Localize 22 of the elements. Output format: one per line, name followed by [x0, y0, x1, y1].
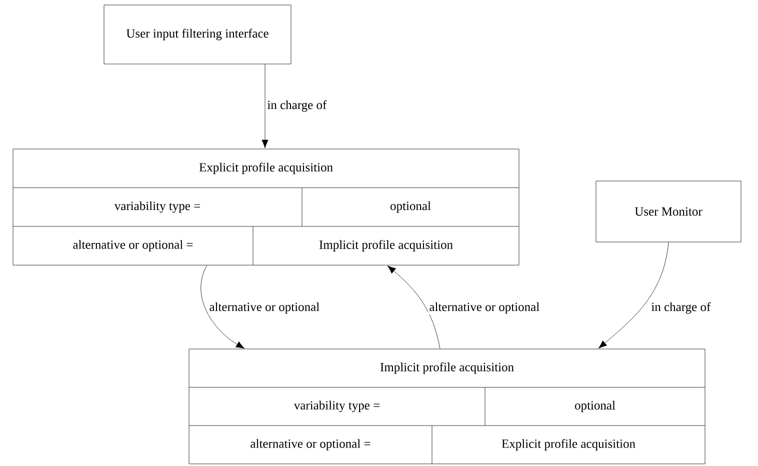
arrow [200, 265, 245, 349]
cell-text: variability type = [294, 400, 380, 412]
record-table [12, 148, 520, 266]
cell-text: alternative or optional = [250, 439, 370, 450]
edge-label: in charge of [266, 99, 328, 113]
cell-text: alternative or optional = [73, 240, 193, 252]
cell-text: Implicit profile acquisition [319, 240, 453, 252]
cell-text: Explicit profile acquisition [502, 439, 636, 450]
arrow [387, 266, 440, 349]
process-box: User Monitor [596, 180, 742, 242]
cell-text: Explicit profile acquisition [199, 162, 333, 174]
cell-text: variability type = [114, 201, 200, 213]
arrow [598, 242, 669, 348]
edge-label: in charge of [650, 301, 712, 315]
arrow [262, 64, 268, 148]
record-table [188, 348, 706, 464]
cell-text: optional [574, 400, 616, 412]
edge-label: alternative or optional [208, 301, 321, 315]
process-box: User input filtering interface [104, 4, 292, 64]
cell-text: Implicit profile acquisition [380, 362, 514, 374]
cell-text: optional [390, 201, 431, 213]
edge-label: alternative or optional [428, 301, 541, 315]
